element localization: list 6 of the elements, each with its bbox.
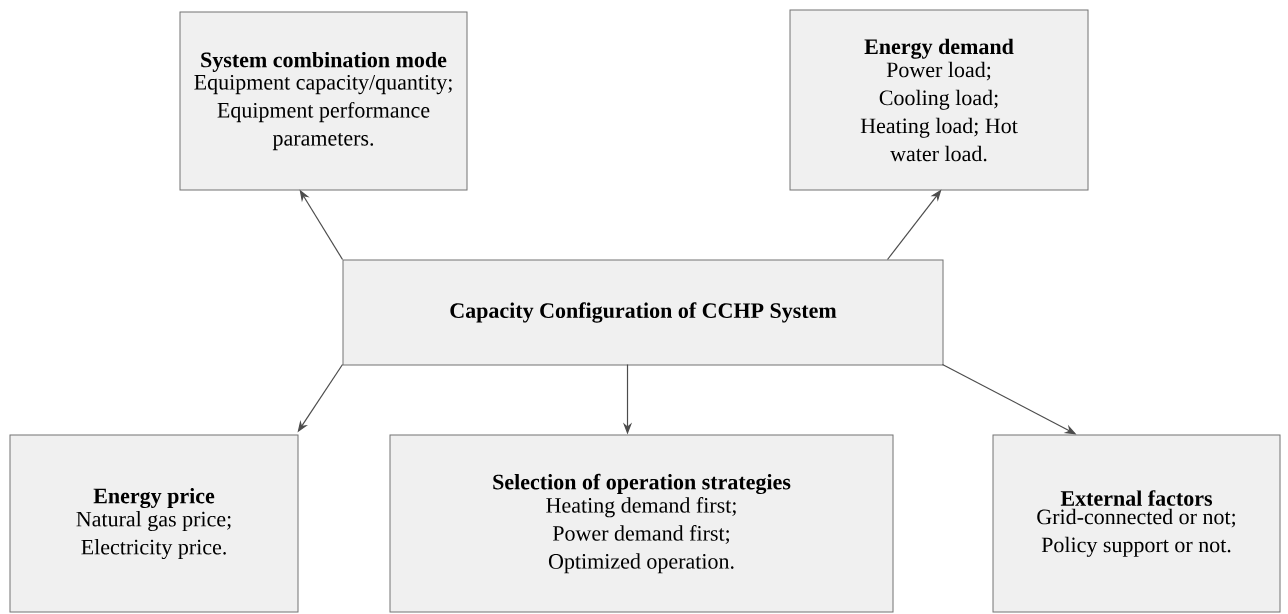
- text-box: Selection of operation strategies Heating demand first; Power demand first; Optimized operation.: [389, 434, 894, 613]
- text-box: System combination mode Equipment capacity/quantity; Equipment performance parameters.: [179, 11, 468, 191]
- text-box: External factors Grid-connected or not; Policy support or not.: [992, 434, 1281, 613]
- text-box: Capacity Configuration of CCHP System: [342, 259, 944, 366]
- text-box: Energy demand Power load; Cooling load; Heating load; Hot water load.: [789, 9, 1089, 191]
- text-box: Energy price Natural gas price; Electricity price.: [9, 434, 299, 613]
